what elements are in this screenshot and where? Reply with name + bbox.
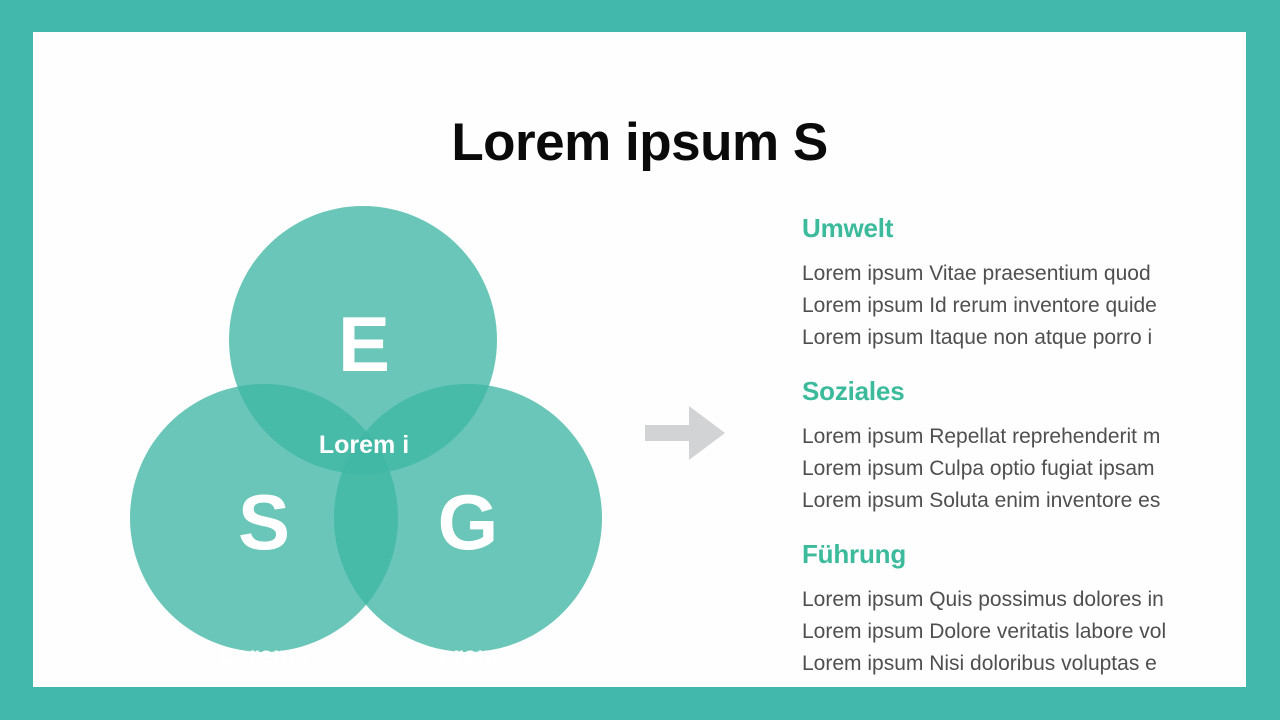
venn-label-e: Lorem i — [319, 431, 409, 459]
slide-panel: Lorem ipsum S E Lorem i S Lorem i G Lore… — [33, 32, 1246, 687]
venn-letter-s: S — [238, 478, 290, 566]
section-line: Lorem ipsum Vitae praesentium quod — [802, 261, 1151, 285]
venn-letter-e: E — [338, 300, 390, 388]
section-umwelt: Umwelt Lorem ipsum Vitae praesentium quo… — [802, 213, 1222, 354]
section-soziales: Soziales Lorem ipsum Repellat reprehende… — [802, 375, 1222, 517]
venn-label-g: Lorem i — [423, 642, 513, 670]
section-heading-soziales: Soziales — [802, 375, 905, 406]
section-line: Lorem ipsum Dolore veritatis labore vol — [802, 619, 1167, 643]
venn-letter-g: G — [438, 478, 499, 566]
section-line: Lorem ipsum Nisi doloribus voluptas e — [802, 651, 1157, 675]
section-line: Lorem ipsum Quis possimus dolores in — [802, 587, 1164, 611]
section-line: Lorem ipsum Itaque non atque porro i — [802, 325, 1153, 349]
venn-circle-social[interactable] — [130, 384, 398, 652]
section-line: Lorem ipsum Id rerum inventore quide — [802, 293, 1157, 317]
section-fuehrung: Führung Lorem ipsum Quis possimus dolore… — [802, 538, 1222, 680]
section-line: Lorem ipsum Culpa optio fugiat ipsam — [802, 456, 1155, 480]
section-line: Lorem ipsum Repellat reprehenderit m — [802, 424, 1161, 448]
venn-circle-governance[interactable] — [334, 384, 602, 652]
section-heading-fuehrung: Führung — [802, 538, 907, 569]
venn-label-s: Lorem i — [219, 642, 309, 670]
section-heading-umwelt: Umwelt — [802, 213, 894, 243]
esg-description-list: Umwelt Lorem ipsum Vitae praesentium quo… — [802, 213, 1222, 680]
esg-venn-diagram: E Lorem i S Lorem i G Lorem i — [106, 175, 636, 675]
section-line: Lorem ipsum Soluta enim inventore es — [802, 488, 1161, 512]
page-title: Lorem ipsum S — [451, 113, 828, 172]
arrow-right-icon — [645, 404, 727, 462]
